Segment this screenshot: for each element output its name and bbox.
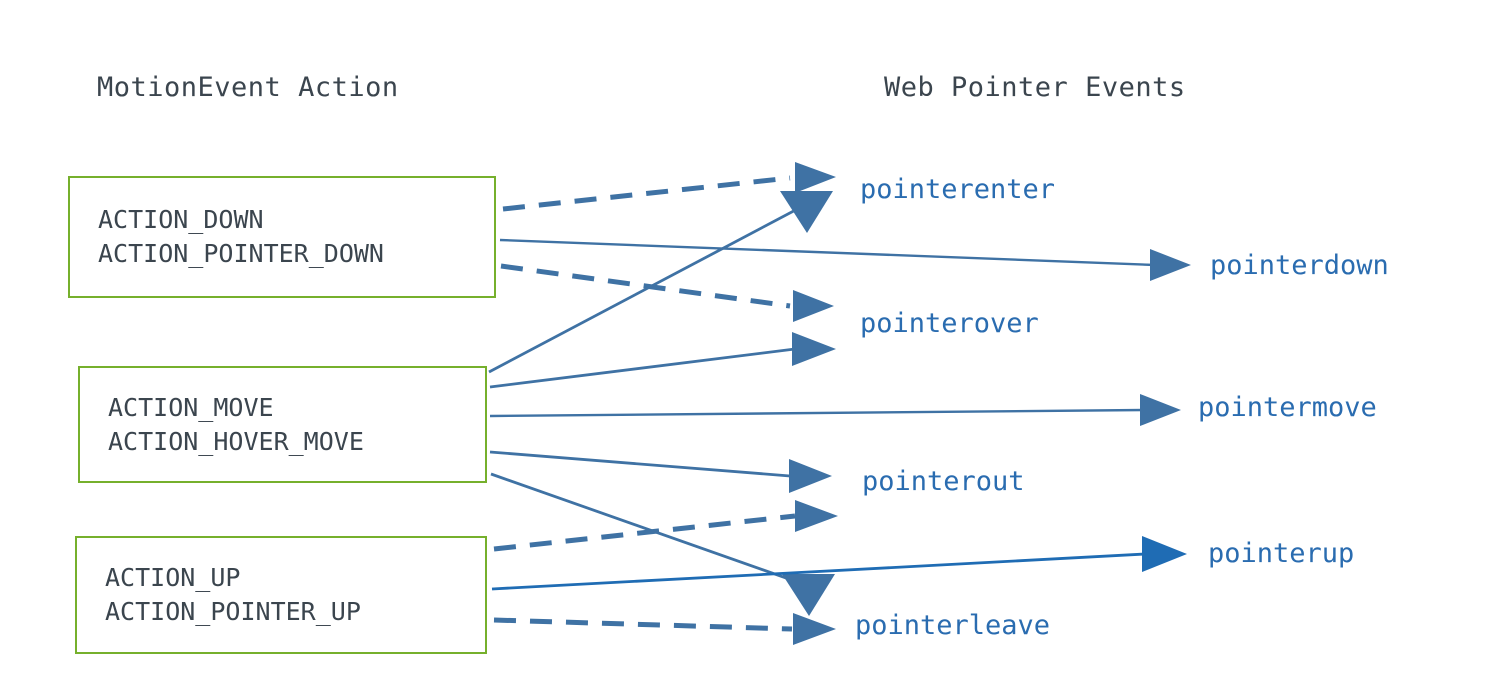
action-box-action-up[interactable]: ACTION_UP ACTION_POINTER_UP [75,536,487,654]
action-box-line: ACTION_HOVER_MOVE [108,426,364,456]
event-label-pointerout[interactable]: pointerout [862,466,1025,497]
event-label-pointermove[interactable]: pointermove [1198,392,1377,423]
connector-line [493,617,793,632]
connector-line [489,408,1146,418]
action-box-line: ACTION_POINTER_DOWN [98,239,384,268]
arrowhead-icon [782,574,835,616]
action-box-action-down[interactable]: ACTION_DOWN ACTION_POINTER_DOWN [68,176,496,298]
connector-action-up-to-pointerup [491,536,1187,591]
connector-line [499,238,1156,267]
arrowhead-icon [793,613,836,645]
arrowhead-icon [1142,536,1187,572]
connector-action-down-to-pointerdown [499,238,1191,281]
arrowhead-icon [1150,249,1191,281]
connector-line [489,347,796,389]
arrowhead-icon [789,459,832,493]
connector-action-down-to-pointerover [500,263,834,322]
arrowhead-icon [780,191,833,233]
connector-line [491,552,1146,591]
arrowhead-icon [793,290,834,322]
action-box-line: ACTION_POINTER_UP [105,597,361,626]
connector-action-move-to-pointerout [489,450,832,493]
connector-action-move-to-pointerover [489,332,836,389]
arrowhead-icon [792,332,836,366]
connector-line [493,513,796,552]
action-box-line: ACTION_MOVE [108,392,274,422]
column-header-motionevent: MotionEvent Action [97,72,399,103]
column-header-pointer-events: Web Pointer Events [884,72,1186,103]
connector-line [488,203,806,374]
connector-line [502,175,791,212]
event-label-pointerdown[interactable]: pointerdown [1210,250,1389,281]
arrowhead-icon [795,500,838,532]
event-label-pointerover[interactable]: pointerover [860,308,1039,339]
connector-action-up-to-pointerout [493,500,838,552]
event-label-pointerup[interactable]: pointerup [1208,538,1355,569]
connector-action-down-to-pointerenter [502,162,836,212]
connector-line [500,263,791,309]
action-box-line: ACTION_DOWN [98,205,264,234]
arrowhead-icon [1140,394,1181,426]
connector-action-up-to-pointerleave [493,613,836,645]
connector-action-move-to-pointerenter [488,191,833,374]
connector-action-move-to-pointerleave [490,472,835,616]
connector-line [489,450,791,478]
action-box-line: ACTION_UP [105,563,241,592]
connector-action-move-to-pointermove [489,394,1181,426]
event-label-pointerenter[interactable]: pointerenter [860,174,1056,205]
event-label-pointerleave[interactable]: pointerleave [855,610,1051,641]
action-box-action-move[interactable]: ACTION_MOVE ACTION_HOVER_MOVE [78,366,487,483]
arrowhead-icon [795,162,836,193]
connector-line [490,472,807,587]
